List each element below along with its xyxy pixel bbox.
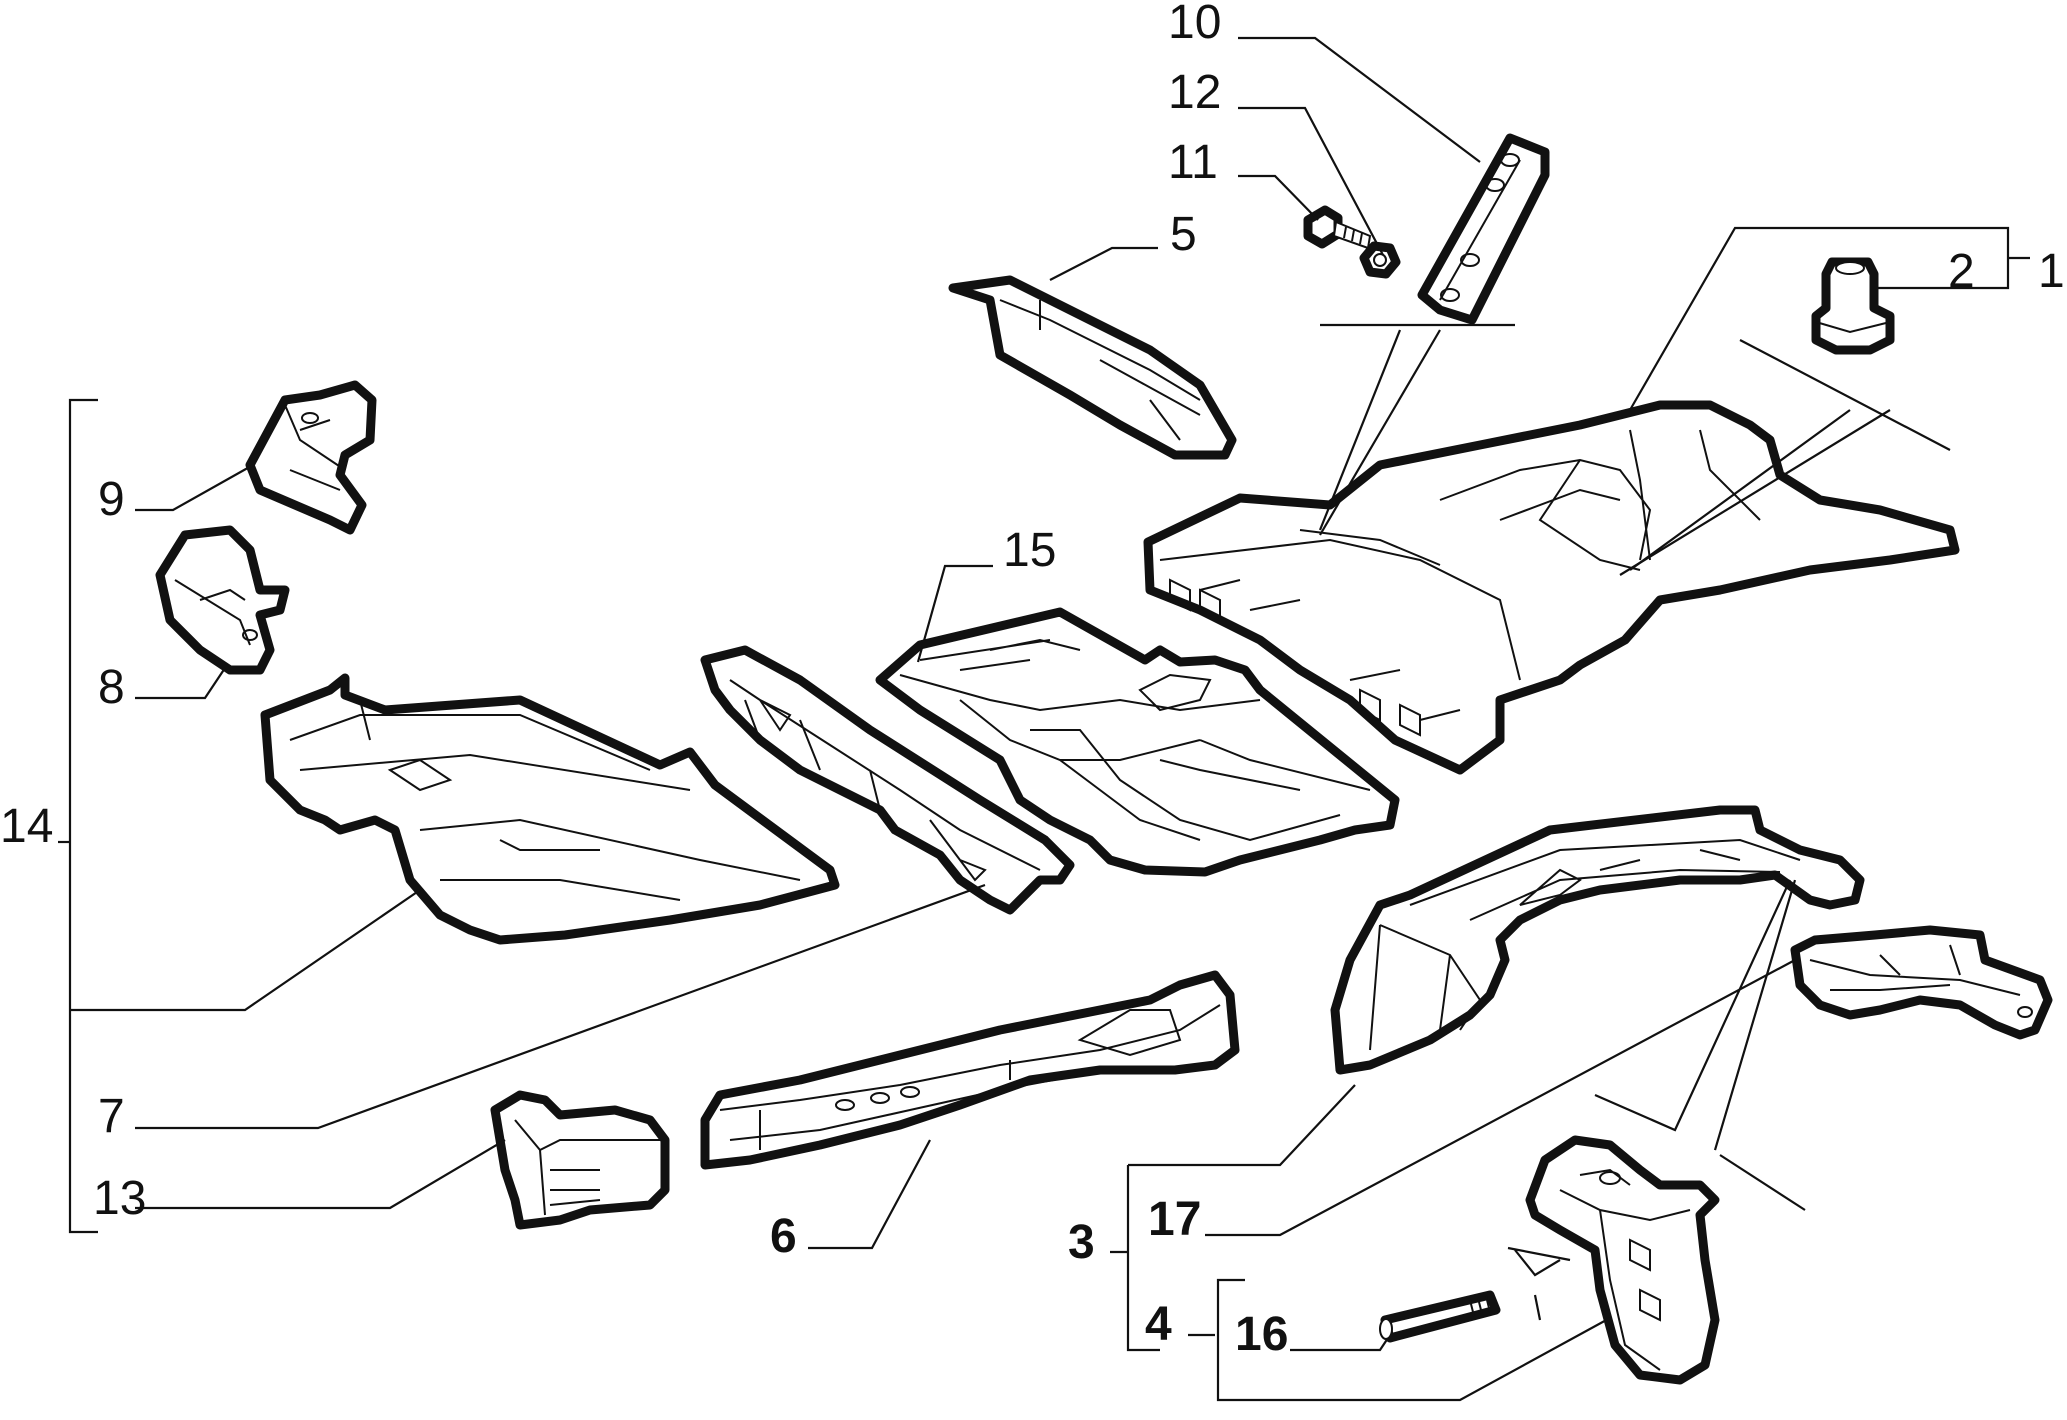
- leader-lines: [58, 36, 2030, 1402]
- callout-labels: 10 12 11 5 2 1 15 9 8 14 7 13 6 17 3 4 1…: [0, 0, 2065, 1361]
- callout-14: 14: [0, 800, 53, 853]
- part-rear-side-bracket: [1790, 925, 2053, 1040]
- callout-7: 7: [98, 1090, 125, 1143]
- part-16-stud: [1379, 1290, 1501, 1343]
- part-rear-vertical-bracket: [1525, 1135, 1720, 1385]
- part-1-rear-floor-panel: [1143, 400, 1960, 775]
- callout-12: 12: [1168, 66, 1221, 119]
- part-11-bolt: [1303, 205, 1372, 250]
- callout-16: 16: [1235, 1308, 1288, 1361]
- callout-9: 9: [98, 473, 125, 526]
- callout-15: 15: [1003, 524, 1056, 577]
- part-13-side-reinforcement: [490, 1090, 670, 1230]
- callout-17: 17: [1148, 1193, 1201, 1246]
- callout-2: 2: [1948, 245, 1975, 298]
- part-12-nut: [1359, 241, 1401, 279]
- part-2-rubber-bump-stop: [1811, 257, 1895, 355]
- part-8-front-support-bracket: [155, 525, 290, 675]
- part-front-left-floor: [260, 673, 840, 945]
- part-5-rear-crossmember-bracket: [948, 275, 1237, 460]
- part-17-rear-side-rail: [1330, 805, 1865, 1075]
- part-7-floor-tunnel-member: [700, 645, 1075, 915]
- callout-4: 4: [1145, 1298, 1172, 1351]
- callout-13: 13: [93, 1172, 146, 1225]
- part-15-center-floor-panel: [875, 607, 1400, 877]
- callout-5: 5: [1170, 208, 1197, 261]
- callout-11: 11: [1168, 136, 1218, 189]
- part-9-upper-support-bracket: [245, 380, 377, 535]
- callout-3: 3: [1068, 1216, 1095, 1269]
- callout-1: 1: [2038, 245, 2065, 298]
- callout-6: 6: [770, 1210, 797, 1263]
- callout-10: 10: [1168, 0, 1221, 49]
- part-10-mounting-plate: [1417, 133, 1550, 325]
- part-6-side-sill-member: [700, 970, 1240, 1170]
- callout-8: 8: [98, 661, 125, 714]
